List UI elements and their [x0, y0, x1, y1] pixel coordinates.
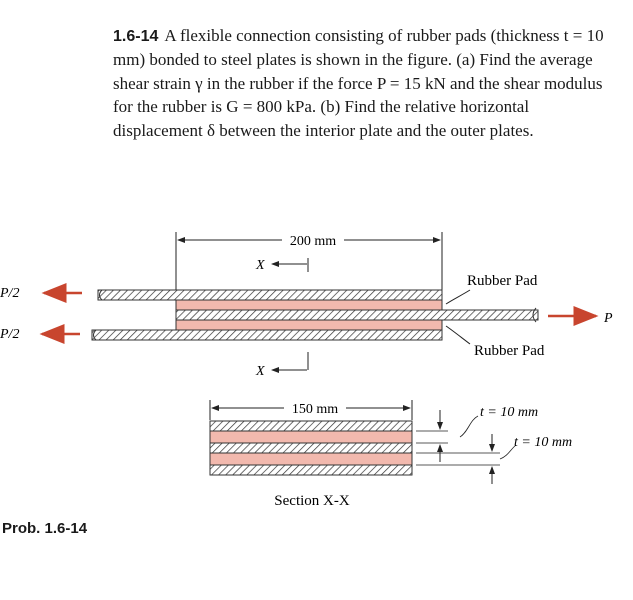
dimension-150: 150 mm: [209, 400, 413, 420]
section-mark-bottom-label: X: [255, 364, 265, 379]
steel-plate-middle: [175, 309, 539, 321]
load-half-top-label: P/2: [0, 286, 19, 301]
dim-length-label: 200 mm: [290, 234, 336, 249]
thickness-bottom-label: t = 10 mm: [514, 435, 572, 450]
section-caption: Section X-X: [274, 493, 350, 509]
rubber-pad-callout-top: Rubber Pad: [445, 273, 538, 305]
rubber-pad-callout-bottom: Rubber Pad: [445, 325, 545, 359]
thickness-dimension-top: t = 10 mm: [416, 405, 538, 462]
dimension-200: 200 mm: [175, 232, 443, 300]
load-arrow-top-left: P/2: [0, 283, 82, 303]
load-arrow-right: P: [548, 306, 613, 326]
steel-plate-top: [97, 289, 443, 301]
rubber-pad-top-label: Rubber Pad: [467, 273, 538, 289]
section-mark-top-label: X: [255, 258, 265, 273]
rubber-pad-bottom: [175, 319, 443, 331]
section-mark-bottom: X: [255, 352, 309, 379]
steel-plate-bottom: [91, 329, 443, 341]
section-x-x: [209, 420, 413, 476]
problem-text: A flexible connection consisting of rubb…: [113, 26, 604, 140]
section-mark-top: X: [255, 258, 309, 273]
problem-number: 1.6-14: [113, 28, 159, 45]
load-half-bottom-label: P/2: [0, 327, 19, 342]
load-right-label: P: [603, 311, 613, 326]
thickness-top-label: t = 10 mm: [480, 405, 538, 420]
load-arrow-bottom-left: P/2: [0, 324, 80, 344]
rubber-pad-bottom-label: Rubber Pad: [474, 343, 545, 359]
rubber-pad-top: [175, 299, 443, 311]
thickness-dimension-bottom: t = 10 mm: [416, 434, 572, 484]
prob-label: Prob. 1.6-14: [2, 520, 88, 537]
dim-width-label: 150 mm: [292, 402, 338, 417]
